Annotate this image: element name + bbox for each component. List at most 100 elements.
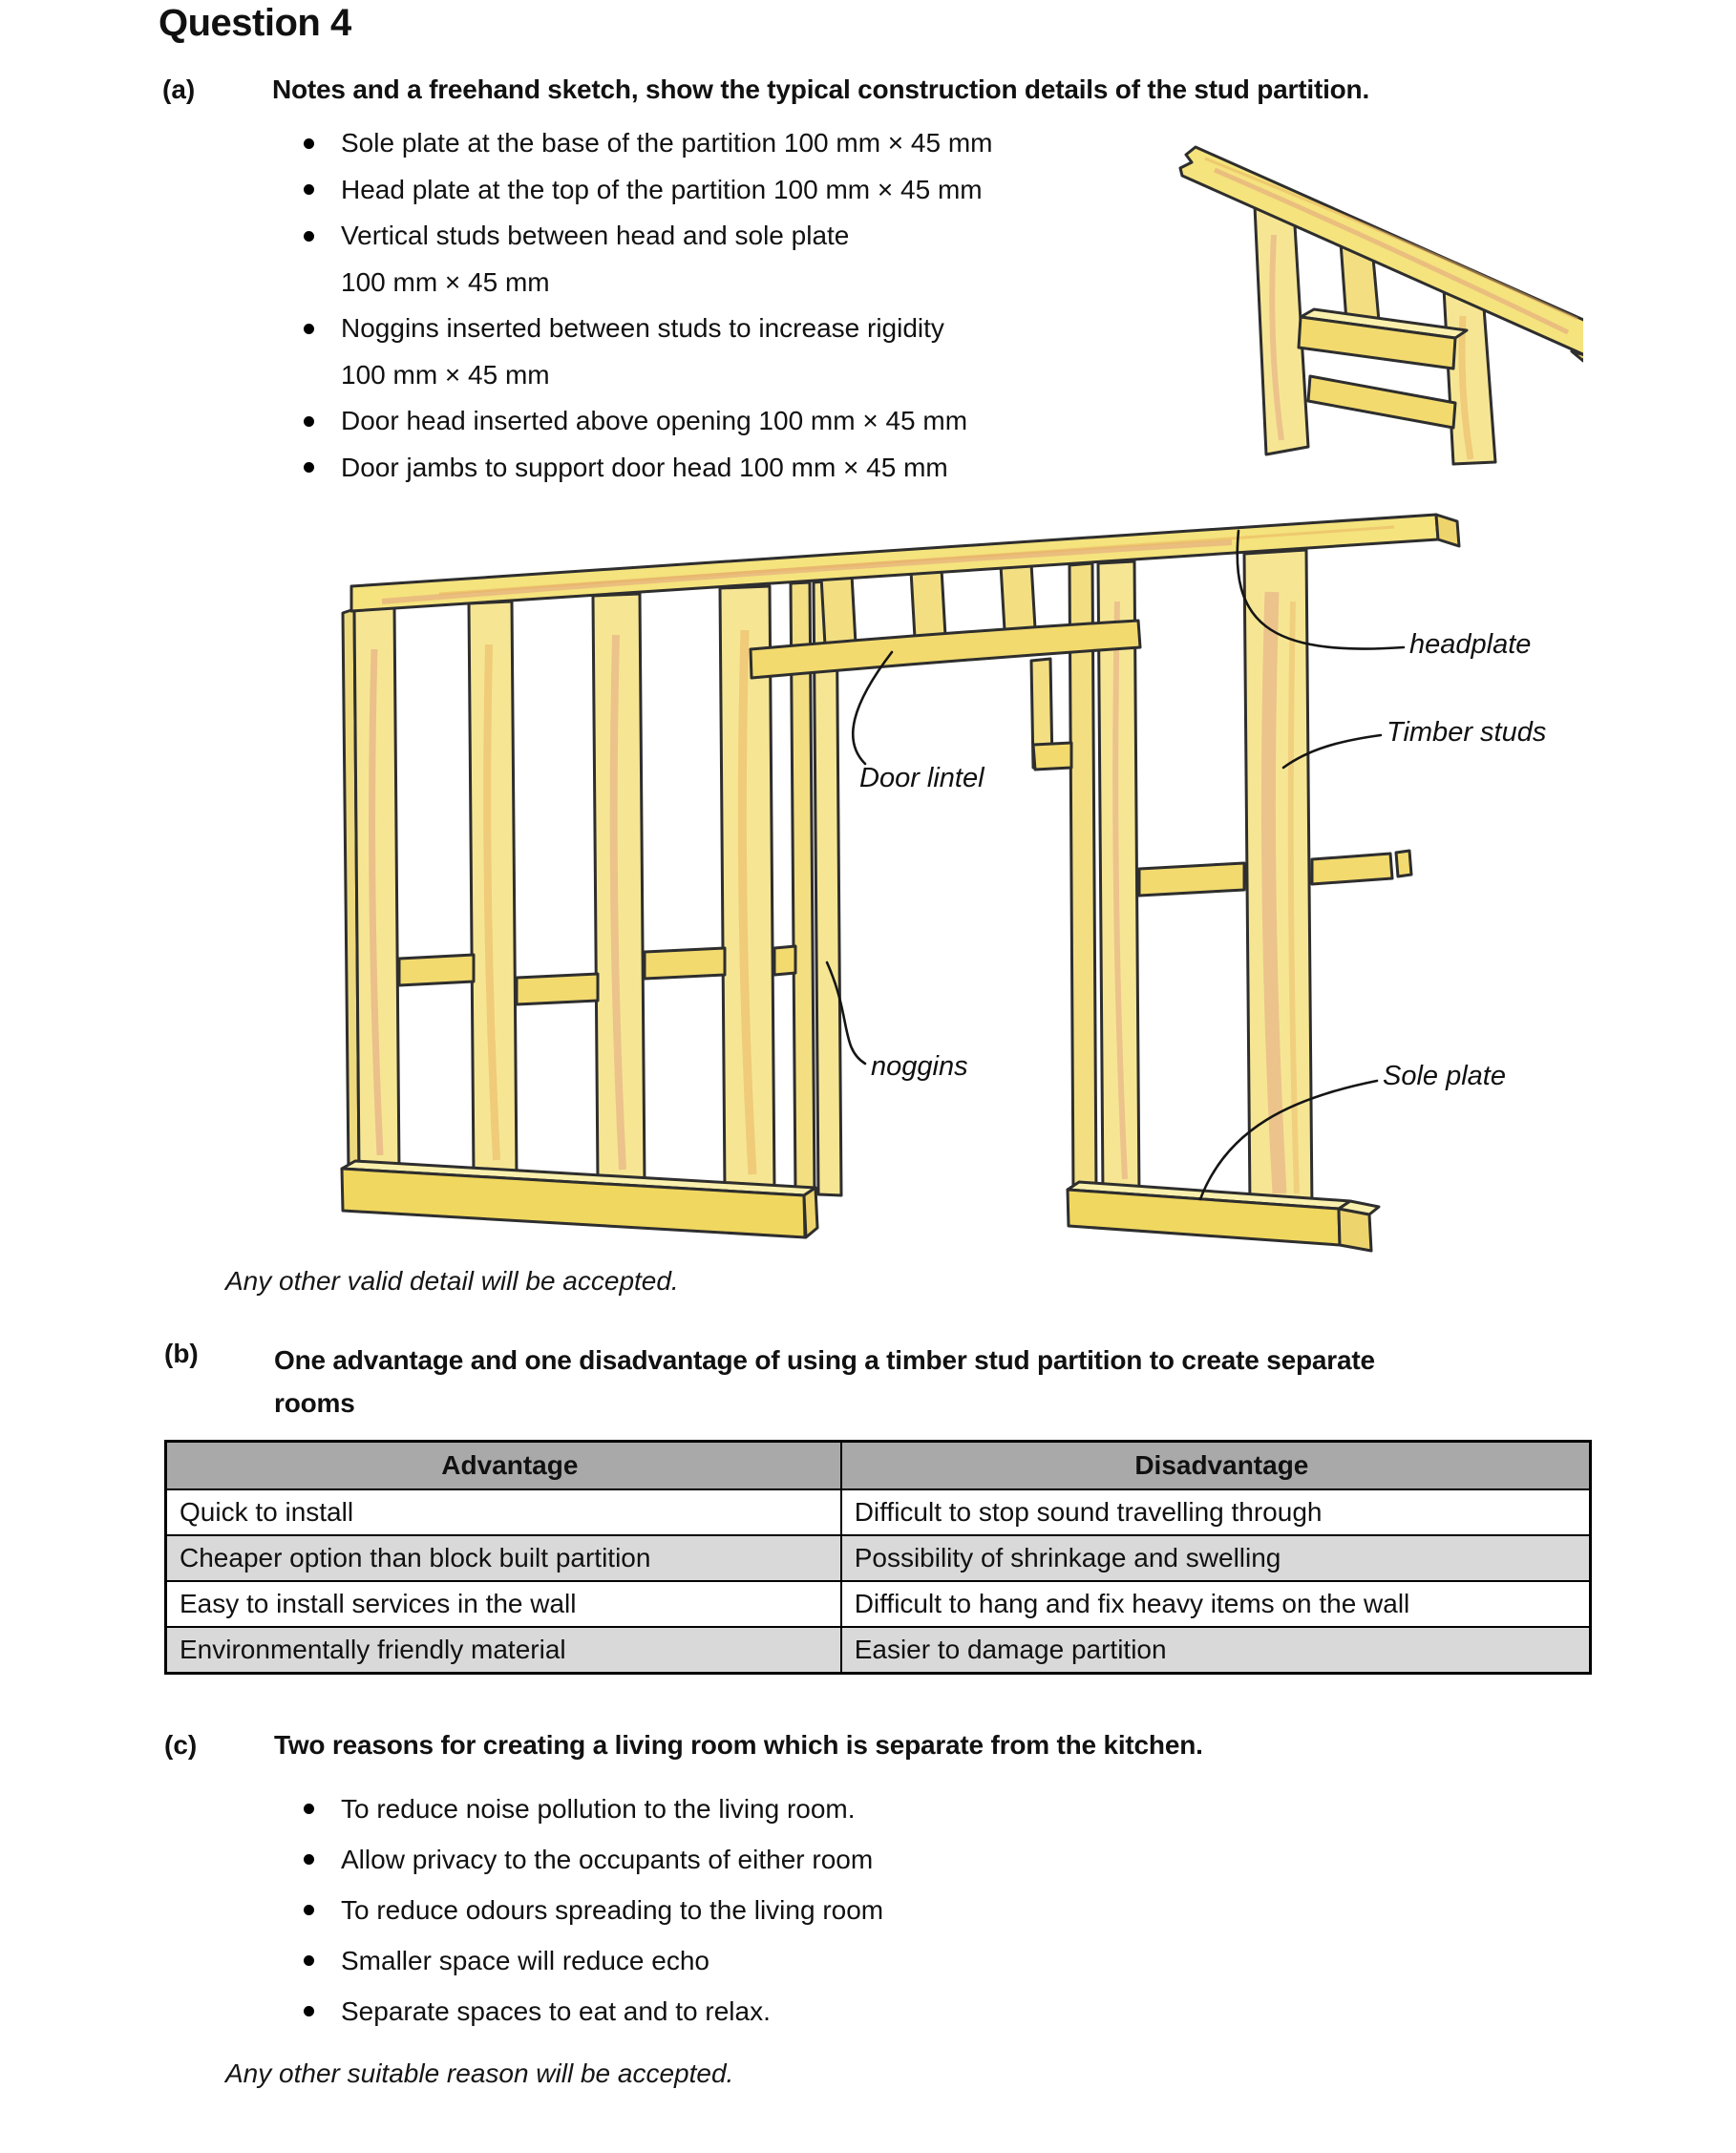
list-item: Sole plate at the base of the partition … bbox=[304, 120, 1354, 167]
section-b-heading-line2: rooms bbox=[274, 1388, 355, 1418]
bullet-icon bbox=[304, 230, 314, 242]
list-item-text: Vertical studs between head and sole pla… bbox=[341, 221, 850, 251]
noggin bbox=[397, 953, 476, 987]
bullet-icon bbox=[304, 1804, 314, 1814]
list-item-continuation: 100 mm × 45 mm bbox=[304, 260, 1354, 306]
sketch-noggin bbox=[1297, 315, 1457, 370]
sole-plates-group bbox=[340, 1159, 1381, 1253]
list-item-text: Separate spaces to eat and to relax. bbox=[341, 1995, 771, 2026]
list-item-text: 100 mm × 45 mm bbox=[341, 266, 550, 297]
bullet-icon bbox=[304, 184, 314, 196]
noggin bbox=[1137, 861, 1246, 897]
list-item-text: Sole plate at the base of the partition … bbox=[341, 128, 993, 158]
table-cell: Possibility of shrinkage and swelling bbox=[839, 1534, 1592, 1582]
bullet-icon bbox=[304, 323, 314, 334]
table-cell: Difficult to hang and fix heavy items on… bbox=[839, 1580, 1592, 1628]
section-b-label: (b) bbox=[164, 1339, 199, 1368]
figure-label-door-lintel: Door lintel bbox=[859, 763, 985, 793]
table-row: Environmentally friendly material Easier… bbox=[164, 1626, 1592, 1675]
section-a-bullet-list: Sole plate at the base of the partition … bbox=[304, 120, 1354, 491]
section-a-heading: Notes and a freehand sketch, show the ty… bbox=[272, 74, 1370, 104]
sole-plate-end-block-top bbox=[1337, 1199, 1381, 1216]
section-b-heading: One advantage and one disadvantage of us… bbox=[274, 1339, 1611, 1425]
noggin-cut-end bbox=[1394, 849, 1413, 878]
wood-grain bbox=[369, 648, 384, 1156]
table-row: Quick to install Difficult to stop sound… bbox=[164, 1488, 1592, 1536]
leader-line-door-lintel bbox=[851, 650, 894, 766]
bullet-icon bbox=[304, 1905, 314, 1915]
noggin bbox=[773, 944, 797, 977]
sketch-head-plate-end bbox=[1570, 349, 1583, 363]
wood-grain bbox=[483, 644, 500, 1161]
column-header-disadvantage: Disadvantage bbox=[839, 1440, 1592, 1490]
cripple-stud bbox=[999, 561, 1037, 632]
bullet-icon bbox=[304, 2006, 314, 2016]
door-head-stub-noggin bbox=[1031, 741, 1073, 771]
head-plate-end-face bbox=[1434, 513, 1461, 548]
section-c-bullet-list: To reduce noise pollution to the living … bbox=[304, 1784, 1450, 2037]
list-item-text: To reduce odours spreading to the living… bbox=[341, 1894, 884, 1925]
table-header-row: Advantage Disadvantage bbox=[164, 1440, 1592, 1490]
bullet-icon bbox=[304, 1955, 314, 1966]
table-row: Easy to install services in the wall Dif… bbox=[164, 1580, 1592, 1628]
list-item-text: To reduce noise pollution to the living … bbox=[341, 1793, 856, 1824]
section-a-note: Any other valid detail will be accepted. bbox=[225, 1266, 679, 1296]
list-item: Door head inserted above opening 100 mm … bbox=[304, 398, 1354, 445]
figure-label-noggins: noggins bbox=[871, 1051, 968, 1082]
noggin bbox=[643, 946, 727, 981]
list-item: To reduce odours spreading to the living… bbox=[304, 1885, 1450, 1935]
column-header-advantage: Advantage bbox=[164, 1440, 842, 1490]
wood-grain bbox=[1204, 157, 1578, 321]
bullet-icon bbox=[304, 462, 314, 474]
right-studs bbox=[1068, 548, 1314, 1213]
list-item: Door jambs to support door head 100 mm ×… bbox=[304, 445, 1354, 492]
list-item: Head plate at the top of the partition 1… bbox=[304, 167, 1354, 214]
list-item: To reduce noise pollution to the living … bbox=[304, 1784, 1450, 1834]
wood-grain bbox=[1287, 601, 1300, 1194]
list-item: Noggins inserted between studs to increa… bbox=[304, 306, 1354, 352]
door-head-framing bbox=[749, 561, 1142, 771]
noggin-outrigger bbox=[1310, 852, 1394, 886]
cripple-stud bbox=[909, 567, 947, 640]
figure-label-sole-plate: Sole plate bbox=[1383, 1061, 1506, 1091]
section-b-heading-line1: One advantage and one disadvantage of us… bbox=[274, 1345, 1375, 1375]
figure-label-headplate: headplate bbox=[1409, 629, 1531, 660]
list-item-text: Smaller space will reduce echo bbox=[341, 1945, 709, 1975]
leader-line-noggins bbox=[825, 960, 867, 1066]
stud-partition-figure: headplate Timber studs Door lintel noggi… bbox=[340, 513, 1546, 1253]
wood-grain bbox=[381, 539, 1233, 604]
list-item: Allow privacy to the occupants of either… bbox=[304, 1834, 1450, 1885]
section-a-label: (a) bbox=[162, 74, 196, 104]
head-plate-group bbox=[349, 513, 1461, 613]
sole-plate-cut-end bbox=[802, 1186, 819, 1239]
list-item-text: Noggins inserted between studs to increa… bbox=[341, 313, 944, 344]
table-cell: Difficult to stop sound travelling throu… bbox=[839, 1488, 1592, 1536]
door-lintel bbox=[749, 619, 1142, 680]
wood-grain bbox=[609, 634, 626, 1171]
section-c-heading: Two reasons for creating a living room w… bbox=[274, 1730, 1203, 1760]
bullet-icon bbox=[304, 137, 314, 149]
list-item-text: Door jambs to support door head 100 mm ×… bbox=[341, 452, 948, 482]
table-cell: Quick to install bbox=[164, 1488, 842, 1536]
table-cell: Easier to damage partition bbox=[839, 1626, 1592, 1675]
table-cell: Cheaper option than block built partitio… bbox=[164, 1534, 842, 1582]
bullet-icon bbox=[304, 1854, 314, 1865]
table-cell: Environmentally friendly material bbox=[164, 1626, 842, 1675]
bullet-icon bbox=[304, 415, 314, 427]
list-item: Smaller space will reduce echo bbox=[304, 1935, 1450, 1986]
list-item-continuation: 100 mm × 45 mm bbox=[304, 352, 1354, 399]
list-item-text: Allow privacy to the occupants of either… bbox=[341, 1844, 874, 1874]
door-jamb bbox=[1068, 561, 1098, 1195]
leader-line-timber-studs bbox=[1281, 733, 1383, 770]
wood-grain bbox=[1260, 591, 1287, 1194]
wood-grain bbox=[1214, 167, 1570, 335]
list-item: Separate spaces to eat and to relax. bbox=[304, 1986, 1450, 2037]
wood-grain bbox=[1269, 234, 1284, 441]
list-item: Vertical studs between head and sole pla… bbox=[304, 213, 1354, 260]
section-c-label: (c) bbox=[164, 1730, 198, 1760]
cripple-stud bbox=[819, 573, 857, 647]
noggin bbox=[515, 972, 600, 1006]
figure-label-timber-studs: Timber studs bbox=[1387, 717, 1546, 748]
list-item-text: Head plate at the top of the partition 1… bbox=[341, 174, 983, 204]
